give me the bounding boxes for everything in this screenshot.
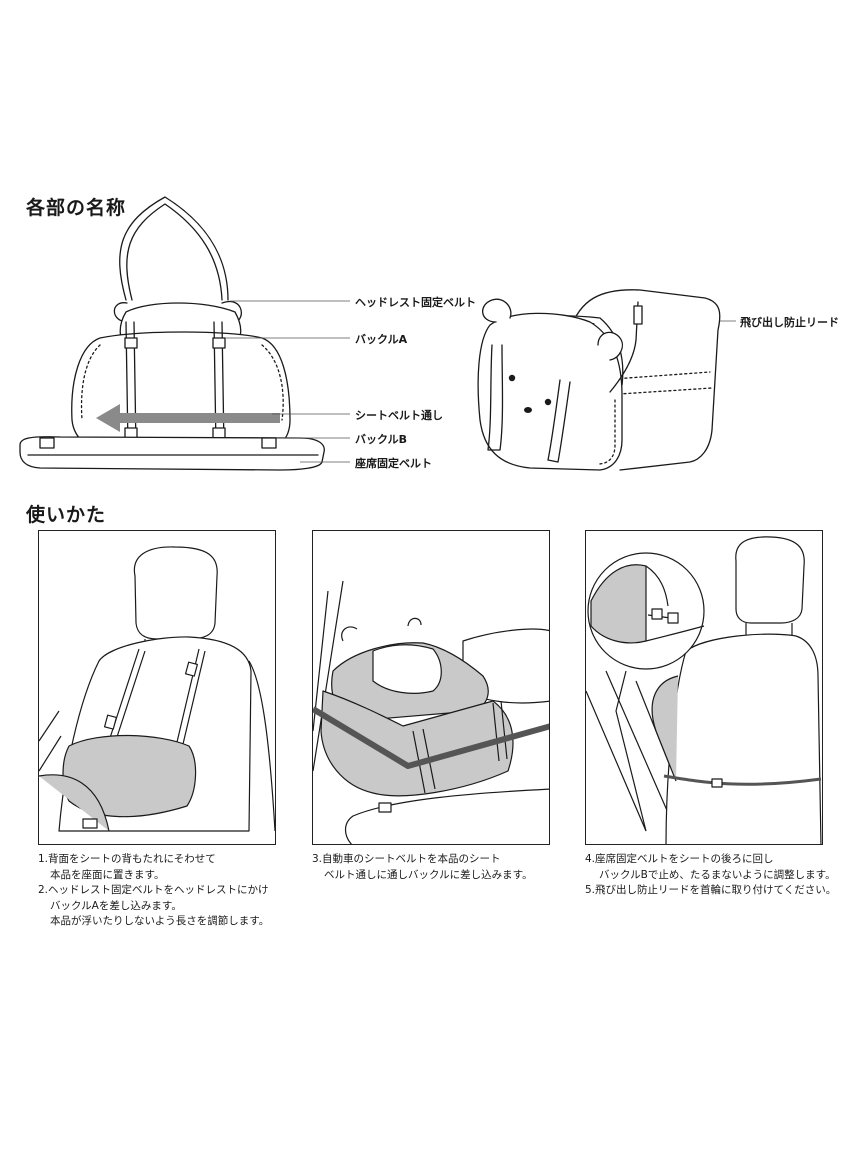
caption-steps-1-2: 1.背面をシートの背もたれにそわせて 本品を座面に置きます。 2.ヘッドレスト固… <box>38 852 269 930</box>
seat-fix-belt-behind <box>663 774 822 786</box>
usage-panel-3 <box>585 530 823 845</box>
step1-line2: 本品を座面に置きます。 <box>50 868 165 881</box>
bag-left-ear <box>482 298 512 323</box>
seatbelt-arrow <box>96 404 280 432</box>
label-buckle-a: バックルA <box>355 333 408 346</box>
section-title-usage: 使いかた <box>26 504 107 526</box>
step3-line1: 3.自動車のシートベルトを本品のシート <box>312 853 501 865</box>
caption-steps-4-5: 4.座席固定ベルトをシートの後ろに回し バックルBで止め、たるまないように調整し… <box>585 852 836 899</box>
step5-line1: 5.飛び出し防止リードを首輪に取り付けてください。 <box>585 884 837 896</box>
step2-line1: 2.ヘッドレスト固定ベルトをヘッドレストにかけ <box>38 884 269 896</box>
car-seat-cushion <box>344 788 549 844</box>
caption-step-3: 3.自動車のシートベルトを本品のシート ベルト通しに通しバックルに差し込みます。 <box>312 852 533 883</box>
label-seat-belt: 座席固定ベルト <box>355 457 432 470</box>
usage-panel-2 <box>312 530 550 845</box>
step3-line2: ベルト通しに通しバックルに差し込みます。 <box>324 868 533 881</box>
step4-line2: バックルBで止め、たるまないように調整します。 <box>599 868 836 881</box>
parts-diagram <box>19 196 736 471</box>
bag-right-ear <box>597 331 624 361</box>
bag-front-face <box>477 312 623 471</box>
bag-handle-right <box>547 379 571 463</box>
bag-side-right <box>599 371 713 396</box>
label-headrest-belt: ヘッドレスト固定ベルト <box>355 296 476 309</box>
usage-panel-1 <box>38 530 276 845</box>
step4-line1: 4.座席固定ベルトをシートの後ろに回し <box>585 853 774 865</box>
rear-backrest <box>665 633 822 844</box>
bag-handle-left <box>487 344 504 451</box>
step2-line2: バックルAを差し込みます。 <box>50 899 182 912</box>
car-seatbelt <box>313 706 549 769</box>
headrest-strap <box>119 196 229 301</box>
step2-line3: 本品が浮いたりしないよう長さを調節します。 <box>50 915 270 927</box>
label-buckle-b: バックルB <box>355 433 408 446</box>
section-title-parts: 各部の名称 <box>26 197 127 219</box>
carrier-body <box>320 690 514 797</box>
back-body <box>71 331 291 453</box>
label-seatbelt-loop: シートベルト通し <box>355 409 443 422</box>
seat-headrest <box>133 546 218 640</box>
bag-leash <box>609 301 639 393</box>
step1-line1: 1.背面をシートの背もたれにそわせて <box>38 853 216 865</box>
rear-headrest <box>735 536 805 624</box>
label-leash: 飛び出し防止リード <box>740 316 839 329</box>
seat-fix-belt <box>19 436 325 471</box>
